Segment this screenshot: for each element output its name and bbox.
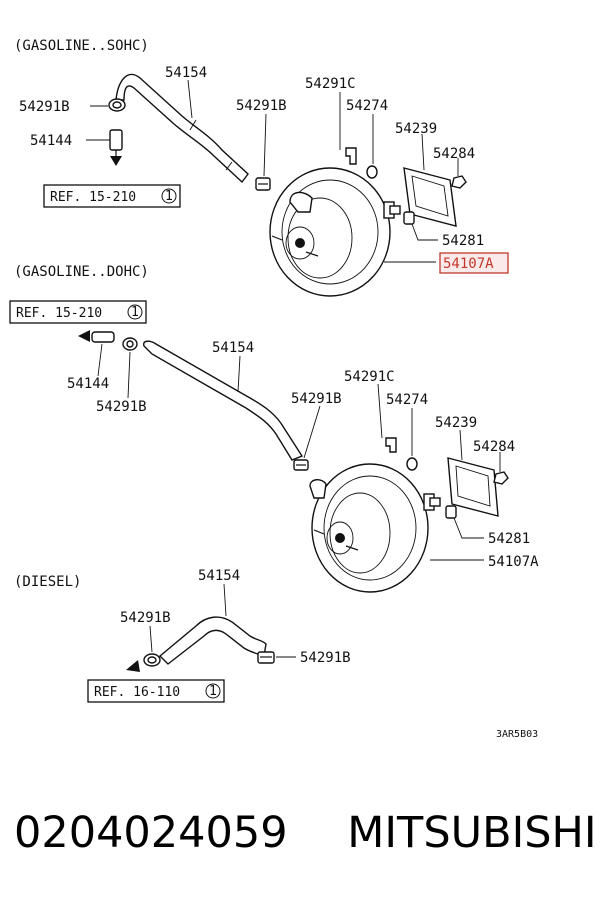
brake-booster-dohc — [309, 463, 441, 593]
label-clamp-right-sohc: 54291B — [236, 98, 287, 114]
vacuum-hose-sohc — [115, 73, 249, 184]
section-title-sohc: (GASOLINE..SOHC) — [14, 38, 149, 54]
label-clamp-right-dohc: 54291B — [291, 391, 342, 407]
clamp-left-sohc — [108, 98, 126, 112]
ref-circle-sohc: 1 — [165, 189, 173, 204]
label-seal-dohc: 54274 — [386, 392, 428, 408]
seal-ring-sohc — [366, 165, 378, 179]
label-valve-dohc: 54144 — [67, 376, 109, 392]
label-booster-sohc-highlight: 54107A — [439, 252, 509, 274]
label-hose-dohc: 54154 — [212, 340, 254, 356]
clamp-right-sohc — [255, 177, 271, 191]
section-title-diesel: (DIESEL) — [14, 574, 81, 590]
label-nut-sohc: 54284 — [433, 146, 475, 162]
ref-box-diesel: REF. 16-110 1 — [87, 679, 225, 703]
label-booster-dohc: 54107A — [488, 554, 539, 570]
footer: 0204024059 MITSUBISHI — [14, 808, 597, 868]
seal-ring-dohc — [406, 457, 418, 471]
vacuum-hose-diesel — [158, 616, 267, 665]
ref-text-diesel: REF. 16-110 — [94, 685, 180, 700]
brake-booster-sohc — [269, 167, 401, 297]
nut-sohc — [451, 175, 467, 189]
label-clamp-right-diesel: 54291B — [300, 650, 351, 666]
label-valve-sohc: 54144 — [30, 133, 72, 149]
clamp-left-dohc — [122, 337, 138, 351]
label-bracket-sohc: 54291C — [305, 76, 356, 92]
label-clamp-left-sohc: 54291B — [19, 99, 70, 115]
bracket-dohc — [385, 437, 397, 453]
label-clamp-left-diesel: 54291B — [120, 610, 171, 626]
label-hose-diesel: 54154 — [198, 568, 240, 584]
bolt-dohc — [445, 505, 457, 519]
section-title-dohc: (GASOLINE..DOHC) — [14, 264, 149, 280]
ref-text-dohc: REF. 15-210 — [16, 306, 102, 321]
diagram-code: 3AR5B03 — [496, 729, 538, 740]
label-booster-sohc: 54107A — [443, 256, 494, 272]
nut-dohc — [493, 471, 509, 485]
label-bracket-dohc: 54291C — [344, 369, 395, 385]
gasket-plate-dohc — [447, 457, 499, 517]
check-valve-sohc — [109, 129, 123, 166]
clamp-left-diesel — [126, 653, 161, 672]
ref-box-sohc: REF. 15-210 1 — [43, 184, 181, 208]
bracket-sohc — [345, 147, 357, 165]
label-gasket-sohc: 54239 — [395, 121, 437, 137]
bolt-sohc — [403, 211, 415, 225]
check-valve-dohc — [78, 330, 115, 343]
ref-text-sohc: REF. 15-210 — [50, 190, 136, 205]
vacuum-hose-dohc — [143, 340, 304, 461]
label-seal-sohc: 54274 — [346, 98, 388, 114]
gasket-plate-sohc — [403, 167, 457, 227]
label-nut-dohc: 54284 — [473, 439, 515, 455]
clamp-right-diesel — [257, 651, 275, 664]
ref-box-dohc: REF. 15-210 1 — [9, 300, 147, 324]
label-gasket-dohc: 54239 — [435, 415, 477, 431]
ref-circle-diesel: 1 — [209, 684, 217, 699]
label-hose-sohc: 54154 — [165, 65, 207, 81]
part-number: 0204024059 — [14, 808, 288, 858]
label-bolt-dohc: 54281 — [488, 531, 530, 547]
brand-name: MITSUBISHI — [347, 808, 597, 858]
clamp-right-dohc — [293, 459, 309, 471]
ref-circle-dohc: 1 — [131, 305, 139, 320]
label-clamp-left-dohc: 54291B — [96, 399, 147, 415]
label-bolt-sohc: 54281 — [442, 233, 484, 249]
parts-diagram: (GASOLINE..SOHC) 54154 54291B 54144 REF.… — [9, 38, 539, 740]
